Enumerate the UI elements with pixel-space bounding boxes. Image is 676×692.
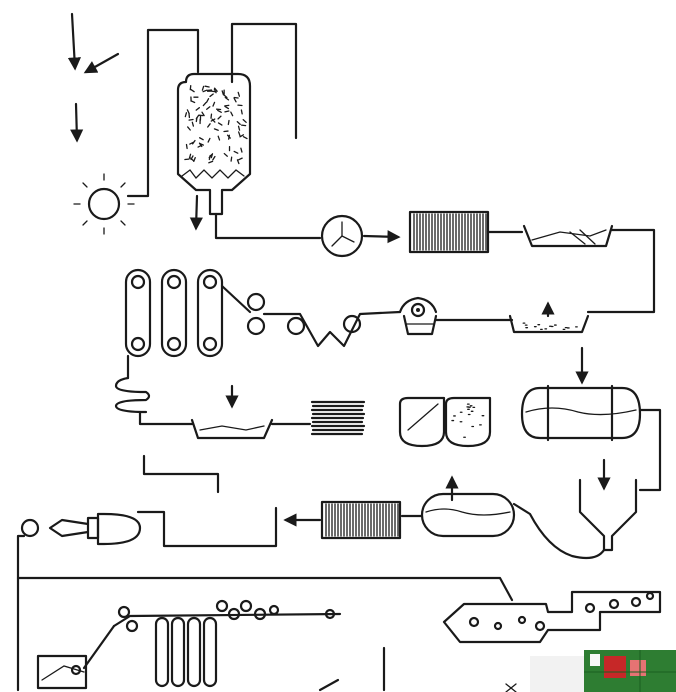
twin-baskets — [400, 398, 490, 446]
coil-heater — [116, 356, 192, 424]
sun-icon — [74, 174, 134, 234]
inlet-arrows — [72, 14, 118, 140]
meter-gauge-icon — [322, 216, 398, 256]
collection-tank — [38, 626, 114, 688]
drying-rollers — [126, 270, 250, 356]
extruder-nozzle — [22, 514, 140, 544]
tray-row2 — [510, 304, 588, 332]
oval-tank — [402, 478, 514, 536]
tray-row3 — [192, 386, 310, 438]
sheet-stack — [312, 402, 364, 434]
corner-thumbnail — [530, 650, 676, 692]
feed-pipes — [128, 24, 296, 196]
bottom-marks — [320, 648, 516, 692]
press-rollers — [248, 294, 512, 346]
settling-funnel — [514, 480, 636, 558]
channel-outline — [144, 456, 218, 492]
silo-hopper — [178, 74, 320, 238]
finishing-rollers — [114, 601, 340, 686]
rotary-drum — [522, 386, 660, 490]
channel-row4 — [138, 508, 276, 546]
filter-press-top — [410, 212, 522, 252]
tray-top — [524, 226, 654, 312]
trough-machine — [444, 592, 660, 642]
filter-press-bottom — [286, 502, 400, 538]
